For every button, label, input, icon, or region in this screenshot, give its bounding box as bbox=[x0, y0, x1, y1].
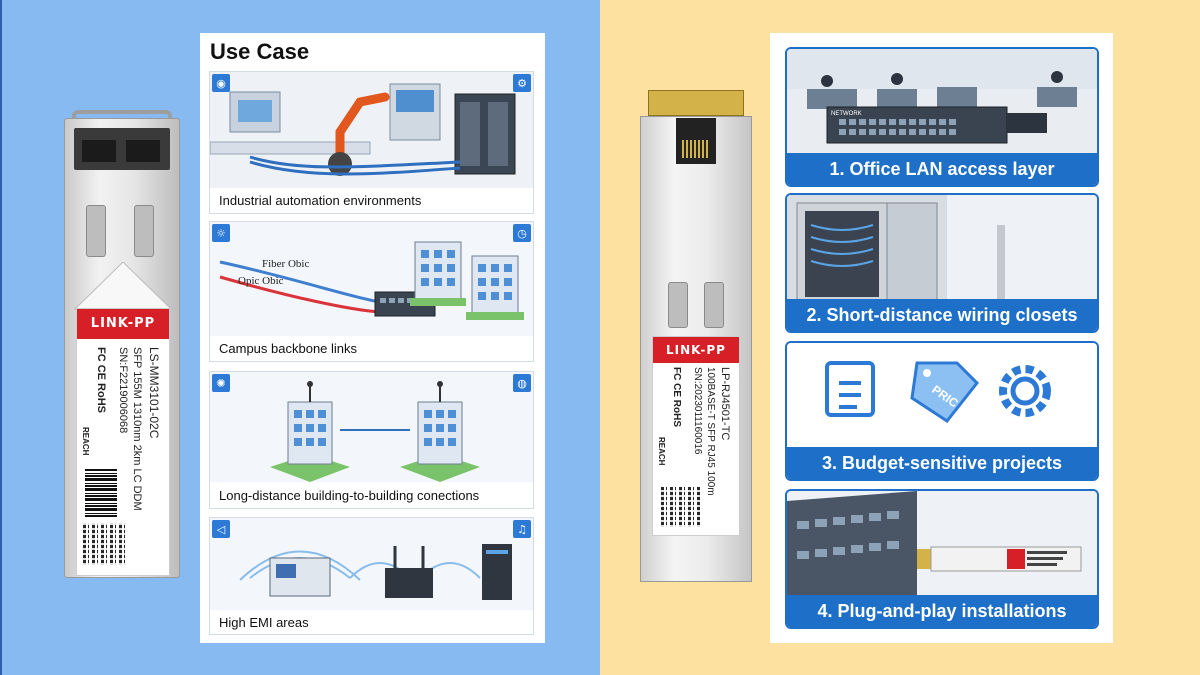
scene-label-2: Opic Obic bbox=[238, 275, 284, 287]
campus-scene-illustration: Fiber Obic Opic Obic bbox=[210, 222, 533, 338]
clock-icon: ◷ bbox=[513, 224, 531, 242]
latch-right bbox=[704, 282, 724, 328]
scene-label-1: Fiber Obic bbox=[262, 258, 309, 270]
globe-icon: ◍ bbox=[513, 374, 531, 392]
port-rx bbox=[126, 140, 160, 162]
scenario-card-plug-and-play: 4. Plug-and-play installations bbox=[785, 489, 1099, 629]
buildings-scene-illustration bbox=[210, 372, 533, 484]
product-label: LINK-PP LS-MM3101-02C SFP 155M 1310nm 2k… bbox=[76, 308, 170, 576]
product-label: LINK-PP LP-RJ4501-TC 100BASE-T SFP RJ45 … bbox=[652, 336, 740, 536]
industrial-scene-illustration bbox=[210, 72, 533, 190]
latch-right bbox=[134, 205, 154, 257]
spec-text: SFP 155M 1310nm 2km LC DDM bbox=[131, 347, 143, 511]
bell-icon: ♫ bbox=[513, 520, 531, 538]
serial-text: SN:2023011160016 bbox=[692, 367, 703, 455]
rj45-port-top bbox=[648, 90, 744, 116]
settings-icon: ⚙ bbox=[513, 74, 531, 92]
scenario-caption: 2. Short-distance wiring closets bbox=[787, 299, 1097, 331]
scenario-card-wiring-closet: 2. Short-distance wiring closets bbox=[785, 193, 1099, 333]
scenarios-panel: NETWORK 1. Office LAN access layer 2. Sh… bbox=[770, 33, 1113, 643]
model-text: LP-RJ4501-TC bbox=[719, 367, 731, 441]
location-icon: ◉ bbox=[212, 74, 230, 92]
barcode bbox=[85, 469, 117, 517]
use-case-card-industrial: ◉ ⚙ Industrial automation environments bbox=[209, 71, 534, 214]
card-caption: High EMI areas bbox=[210, 610, 533, 634]
brand-logo: LINK-PP bbox=[653, 337, 739, 363]
document-icon bbox=[825, 361, 875, 417]
use-case-panel: Use Case ◉ ⚙ Industrial automation envir… bbox=[200, 33, 545, 643]
qr-code bbox=[83, 523, 125, 565]
sfp-module-thumbnail bbox=[917, 546, 1082, 572]
office-scene-illustration: NETWORK bbox=[787, 49, 1097, 155]
panel-title: Use Case bbox=[210, 39, 310, 64]
label-arrow bbox=[74, 262, 172, 310]
use-case-card-campus: Fiber Obic Opic Obic ☼ ◷ Campus backbone… bbox=[209, 221, 534, 362]
price-tag-icon: PRIC bbox=[910, 361, 980, 424]
scenario-card-budget: PRIC 3. Budget-sensitive projects bbox=[785, 341, 1099, 481]
spec-text: 100BASE-T SFP RJ45 100m bbox=[705, 367, 716, 496]
budget-icons-illustration: PRIC bbox=[787, 343, 1097, 449]
cert-marks: FC CE RoHS bbox=[671, 367, 682, 427]
scenario-card-office-lan: NETWORK 1. Office LAN access layer bbox=[785, 47, 1099, 187]
reach-mark: REACH bbox=[81, 427, 90, 456]
latch-left bbox=[86, 205, 106, 257]
plug-play-illustration bbox=[787, 491, 1097, 597]
scenario-caption: 4. Plug-and-play installations bbox=[787, 595, 1097, 627]
serial-text: SN:F2219006068 bbox=[117, 347, 129, 434]
gear-icon bbox=[999, 365, 1051, 417]
model-text: LS-MM3101-02C bbox=[147, 347, 161, 439]
latch-left bbox=[668, 282, 688, 328]
edge-line bbox=[0, 0, 2, 675]
speaker-icon: ◁ bbox=[212, 520, 230, 538]
gear-icon: ✺ bbox=[212, 374, 230, 392]
use-case-card-emi: ◁ ♫ High EMI areas bbox=[209, 517, 534, 635]
cert-marks: FC CE RoHS bbox=[95, 347, 107, 413]
closet-scene-illustration bbox=[787, 195, 1097, 301]
rj45-contacts bbox=[682, 140, 710, 158]
port-tx bbox=[82, 140, 116, 162]
brand-logo: LINK-PP bbox=[77, 309, 169, 339]
use-case-card-long-distance: ✺ ◍ Long-distance building-to-building c… bbox=[209, 371, 534, 509]
sun-icon: ☼ bbox=[212, 224, 230, 242]
reach-mark: REACH bbox=[657, 437, 666, 466]
switch-brand: NETWORK bbox=[831, 111, 862, 117]
qr-code bbox=[661, 487, 701, 527]
card-caption: Industrial automation environments bbox=[210, 188, 533, 213]
scenario-caption: 3. Budget-sensitive projects bbox=[787, 447, 1097, 479]
card-caption: Long-distance building-to-building conec… bbox=[210, 482, 533, 508]
scenario-caption: 1. Office LAN access layer bbox=[787, 153, 1097, 185]
card-caption: Campus backbone links bbox=[210, 336, 533, 361]
emi-scene-illustration bbox=[210, 518, 533, 610]
